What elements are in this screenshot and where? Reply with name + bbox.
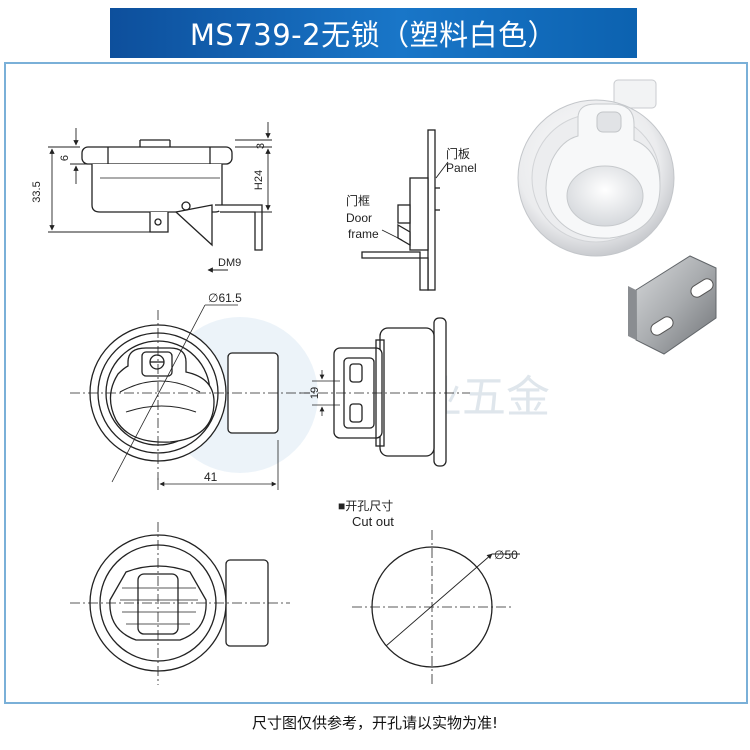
product-photo xyxy=(517,79,717,355)
label-panel-en: Panel xyxy=(446,161,477,175)
dimension-6: 6 xyxy=(59,155,71,161)
side-view-drawing xyxy=(81,139,263,251)
label-door-en-1: Door xyxy=(346,211,372,225)
dimension-h24: H24 xyxy=(253,170,265,190)
dimension-41: 41 xyxy=(204,470,218,484)
cross-section-leaders xyxy=(381,161,449,241)
dimension-3: 3 xyxy=(255,143,267,149)
label-panel-cn: 门板 xyxy=(446,146,470,161)
front-view-centerlines xyxy=(70,304,310,490)
cutout-drawing xyxy=(352,530,520,684)
drawing-frame xyxy=(4,62,748,704)
label-door-cn: 门框 xyxy=(346,193,370,208)
label-cutout-en: Cut out xyxy=(352,514,394,529)
product-title: MS739-2无锁（塑料白色） xyxy=(189,18,558,52)
cross-section-drawing xyxy=(361,129,440,291)
front-view-drawing xyxy=(89,324,279,462)
label-door-en-2: frame xyxy=(348,227,379,241)
dimension-dia-61-5: ∅61.5 xyxy=(208,291,242,305)
disclaimer-footer: 尺寸图仅供参考，开孔请以实物为准! xyxy=(251,714,498,732)
label-cutout-cn: ■开孔尺寸 xyxy=(338,499,393,513)
dimension-33-5: 33.5 xyxy=(31,181,43,202)
product-title-banner: MS739-2无锁（塑料白色） xyxy=(110,8,637,58)
dimension-dia-50: ∅50 xyxy=(494,548,518,562)
side-view-dimensions xyxy=(48,122,272,273)
dimension-dm9: DM9 xyxy=(218,257,241,269)
back-view-centerlines xyxy=(70,522,290,685)
side-bracket-view-drawing xyxy=(333,317,447,467)
side-bracket-dimensions xyxy=(300,370,470,416)
dimension-19: 19 xyxy=(309,387,321,399)
